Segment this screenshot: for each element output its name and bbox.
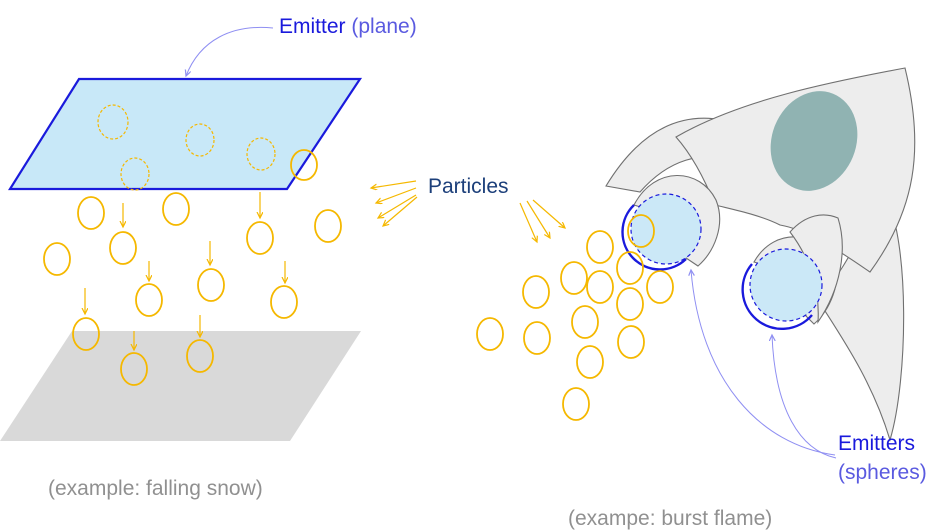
particle xyxy=(646,270,674,304)
emitters-callout-lines xyxy=(691,270,837,459)
falling-particle-arrows xyxy=(85,192,285,350)
particle xyxy=(72,317,100,351)
particle-spawn xyxy=(246,137,276,171)
particle xyxy=(77,196,105,230)
particle xyxy=(586,270,614,304)
particle xyxy=(109,231,137,265)
particle xyxy=(560,261,588,295)
particle xyxy=(314,209,342,243)
particle-spawn xyxy=(185,123,215,157)
emitter-plane-label: Emitter (plane) xyxy=(279,16,417,37)
particle xyxy=(43,242,71,276)
particle xyxy=(571,305,599,339)
particle xyxy=(562,387,590,421)
particle xyxy=(135,283,163,317)
sphere-emitter-right xyxy=(750,249,822,321)
emitters-spheres-word: Emitters xyxy=(838,432,916,455)
particle xyxy=(476,317,504,351)
emitters-spheres-qualifier: (spheres) xyxy=(838,461,927,484)
particle xyxy=(197,268,225,302)
falling-particles xyxy=(43,149,342,386)
particles-label: Particles xyxy=(428,175,509,198)
particle xyxy=(586,230,614,264)
particle-spawn xyxy=(97,104,129,140)
particle xyxy=(186,339,214,373)
emitter-plane-qualifier: (plane) xyxy=(351,15,417,38)
particle xyxy=(270,285,298,319)
rocket-window xyxy=(770,91,858,191)
particle xyxy=(616,287,644,321)
particle xyxy=(522,275,550,309)
sphere-emitters xyxy=(621,193,823,331)
particle xyxy=(162,192,190,226)
caption-right: (exampe: burst flame) xyxy=(568,507,773,530)
emitter-plane xyxy=(8,77,363,191)
sphere-emitter-left xyxy=(631,194,701,264)
particle xyxy=(246,221,274,255)
particle xyxy=(616,251,644,285)
particle xyxy=(617,325,645,359)
burst-particles xyxy=(476,214,674,421)
emitter-plane-word: Emitter xyxy=(279,15,346,38)
ground-plane xyxy=(0,331,361,441)
particle xyxy=(523,321,551,355)
particle-spawn xyxy=(120,157,150,191)
caption-left: (example: falling snow) xyxy=(48,477,263,500)
particle xyxy=(627,214,655,248)
particle xyxy=(290,149,318,181)
particles-callout-arrows xyxy=(371,180,565,242)
particle xyxy=(576,345,604,379)
emitter-plane-particles-dashed xyxy=(97,104,276,191)
particle xyxy=(120,352,148,386)
emitter-callout-line xyxy=(186,26,274,76)
